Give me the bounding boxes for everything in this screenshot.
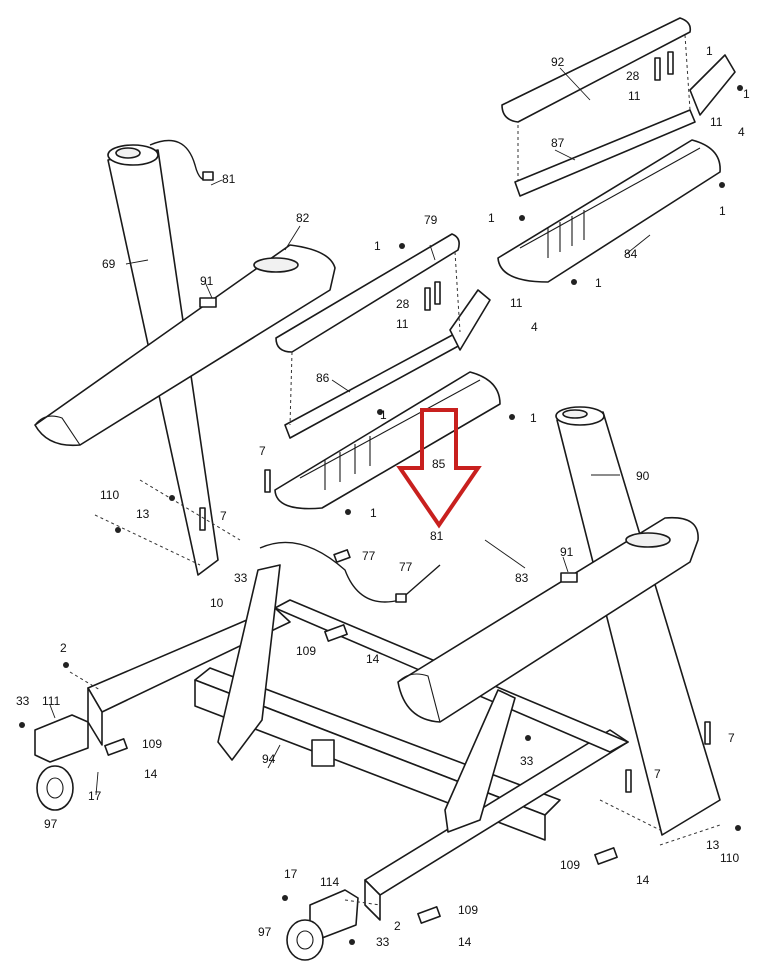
callout-110: 110 (720, 851, 739, 865)
callout-11: 11 (628, 89, 641, 103)
callout-109: 109 (296, 644, 316, 658)
callout-87: 87 (551, 136, 565, 150)
callout-69: 69 (102, 257, 116, 271)
callout-86: 86 (316, 371, 330, 385)
upright-post-90 (555, 406, 721, 836)
callout-77: 77 (399, 560, 413, 574)
screw-marks (19, 85, 743, 945)
callout-109: 109 (458, 903, 478, 917)
callout-114: 114 (320, 875, 339, 889)
callout-1: 1 (380, 408, 387, 422)
callout-4: 4 (738, 125, 745, 139)
callout-1: 1 (488, 211, 495, 225)
callout-14: 14 (636, 873, 650, 887)
callout-7: 7 (259, 444, 266, 458)
callout-33: 33 (234, 571, 248, 585)
handrail-82 (34, 244, 336, 447)
callout-1: 1 (706, 44, 713, 58)
console-base-85 (274, 371, 501, 510)
callout-97: 97 (258, 925, 272, 939)
arm-bracket-middle (449, 289, 491, 351)
callout-17: 17 (88, 789, 102, 803)
wheel-97-right (286, 919, 324, 961)
callout-4: 4 (531, 320, 538, 334)
callout-1: 1 (719, 204, 726, 218)
callout-labels: 92 87 84 28 11 11 1 4 1 1 1 1 81 69 82 9… (16, 44, 750, 949)
callout-91: 91 (560, 545, 574, 559)
callout-82: 82 (296, 211, 310, 225)
callout-17: 17 (284, 867, 298, 881)
callout-109: 109 (142, 737, 162, 751)
callout-111: 111 (42, 694, 61, 708)
hardware-109-blocks (104, 549, 618, 924)
console-base-84 (497, 139, 721, 283)
callout-10: 10 (210, 596, 224, 610)
callout-7: 7 (220, 509, 227, 523)
cover-87 (514, 109, 696, 197)
callout-84: 84 (624, 247, 638, 261)
wheel-97-left (36, 765, 74, 811)
handrail-83 (397, 516, 699, 723)
assembly-guide-lines (69, 34, 721, 906)
callout-14: 14 (144, 767, 158, 781)
callout-14: 14 (458, 935, 472, 949)
callout-109: 109 (560, 858, 580, 872)
callout-94: 94 (262, 752, 276, 766)
callout-33: 33 (376, 935, 390, 949)
callout-1: 1 (743, 87, 750, 101)
callout-110: 110 (100, 488, 119, 502)
cable-81-upper (149, 139, 214, 181)
cover-92 (501, 17, 692, 123)
highlight-arrow (396, 408, 482, 529)
callout-1: 1 (370, 506, 377, 520)
leader-lines (49, 67, 651, 796)
arm-bracket-upper (689, 54, 736, 116)
callout-1: 1 (530, 411, 537, 425)
callout-81: 81 (430, 529, 444, 543)
callout-2: 2 (394, 919, 401, 933)
callout-1: 1 (374, 239, 381, 253)
callout-28: 28 (396, 297, 410, 311)
callout-13: 13 (706, 838, 720, 852)
bracket-111 (34, 714, 89, 763)
callout-85: 85 (432, 457, 446, 471)
bolt-hardware (199, 51, 711, 793)
cable-81-lower (259, 541, 441, 603)
callout-1: 1 (595, 276, 602, 290)
callout-13: 13 (136, 507, 150, 521)
callout-11: 11 (510, 296, 523, 310)
cover-79 (275, 233, 460, 353)
callout-83: 83 (515, 571, 529, 585)
callout-2: 2 (60, 641, 67, 655)
callout-77: 77 (362, 549, 376, 563)
callout-91: 91 (200, 274, 214, 288)
callout-7: 7 (654, 767, 661, 781)
callout-79: 79 (424, 213, 438, 227)
callout-90: 90 (636, 469, 650, 483)
callout-28: 28 (626, 69, 640, 83)
callout-11: 11 (710, 115, 723, 129)
callout-92: 92 (551, 55, 565, 69)
callout-33: 33 (16, 694, 30, 708)
callout-14: 14 (366, 652, 380, 666)
callout-97: 97 (44, 817, 58, 831)
callout-11: 11 (396, 317, 409, 331)
callout-7: 7 (728, 731, 735, 745)
base-frame-94 (87, 564, 629, 921)
callout-33: 33 (520, 754, 534, 768)
callout-81: 81 (222, 172, 236, 186)
